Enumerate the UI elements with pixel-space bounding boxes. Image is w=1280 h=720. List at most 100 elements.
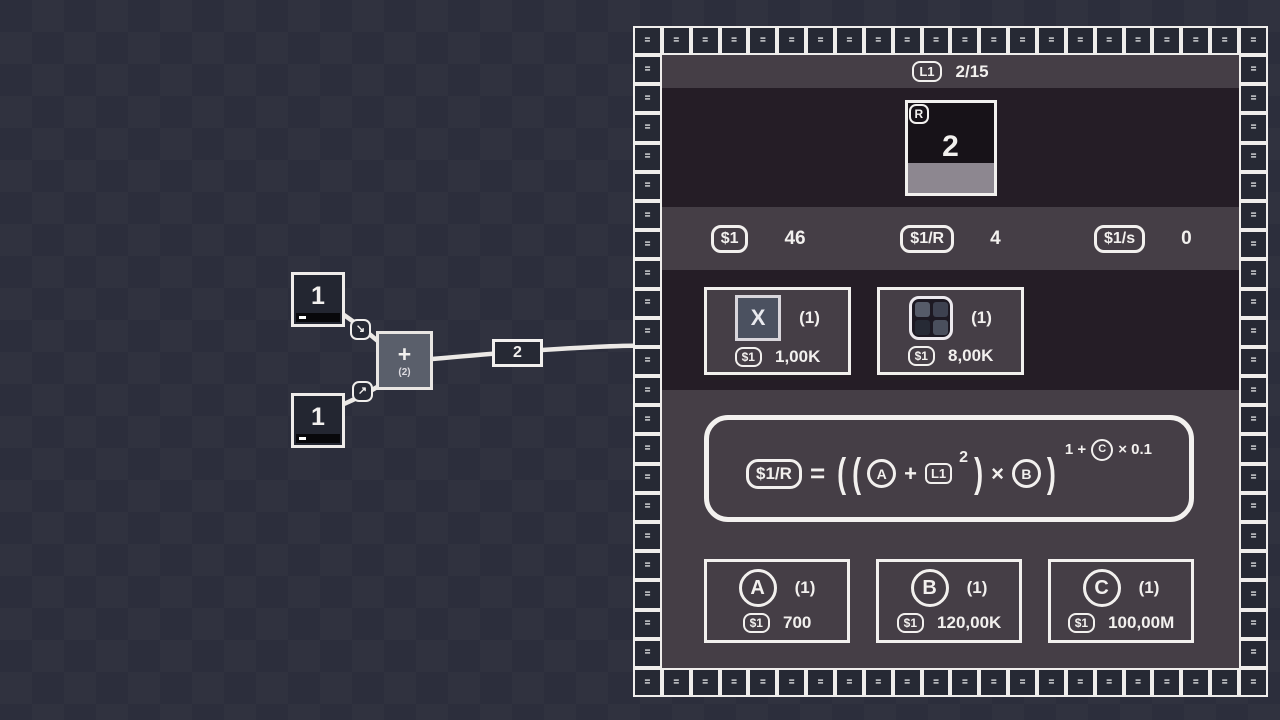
formula-lhs-badge: $1/R xyxy=(746,458,802,489)
grid-square xyxy=(932,319,948,335)
input-node-value: 1 xyxy=(311,282,325,310)
money-per-second-value: 0 xyxy=(1181,227,1192,249)
border-tile: = xyxy=(1239,522,1268,552)
border-tile: = xyxy=(1239,609,1268,639)
border-tile: = xyxy=(633,142,662,172)
border-tile: = xyxy=(661,26,691,55)
upgrade-count: (1) xyxy=(971,308,992,327)
border-tile: = xyxy=(1239,230,1268,260)
formula-exponent: 1 + C × 0.1 xyxy=(1064,438,1152,461)
border-tile: = xyxy=(921,668,951,697)
border-tile: = xyxy=(1239,26,1268,55)
level-badge: L1 xyxy=(912,61,942,82)
border-tile: = xyxy=(1239,288,1268,318)
formula-plus: + xyxy=(904,460,917,486)
node-progress-bar xyxy=(296,313,340,322)
border-tile: = xyxy=(777,26,807,55)
buy-button-bottom: $1 100,00M xyxy=(1067,613,1175,633)
buy-button-b[interactable]: B (1) $1 120,00K xyxy=(876,559,1022,643)
resource-type-badge: R xyxy=(908,104,930,124)
border-tile: = xyxy=(633,668,662,697)
add-operator-node[interactable]: + (2) xyxy=(376,331,433,390)
border-tile: = xyxy=(950,668,980,697)
border-tile: = xyxy=(1239,638,1268,668)
buy-button-bottom: $1 700 xyxy=(742,613,811,633)
var-b-icon: B xyxy=(910,569,949,607)
currency-badge: $1 xyxy=(734,347,762,367)
upgrade-button-multiplier[interactable]: X (1) $1 1,00K xyxy=(704,287,851,375)
border-tile: = xyxy=(892,668,922,697)
upgrade-section: X (1) $1 1,00K (1) xyxy=(662,270,1239,390)
border-tile: = xyxy=(1239,492,1268,522)
border-tile: = xyxy=(633,230,662,260)
stats-row: $1 46 $1/R 4 $1/s 0 xyxy=(662,207,1239,270)
border-tile: = xyxy=(1181,668,1211,697)
border-tile: = xyxy=(1037,26,1066,55)
border-tile: = xyxy=(1008,668,1038,697)
formula-exponent-suffix: × 0.1 xyxy=(1118,441,1152,458)
buy-count: (1) xyxy=(966,578,988,597)
buy-button-a[interactable]: A (1) $1 700 xyxy=(704,559,850,643)
arrow-glyph: ↗ xyxy=(357,385,368,397)
border-tile: = xyxy=(633,317,662,347)
operator-symbol: + xyxy=(397,341,412,367)
formula-exponent-prefix: 1 + xyxy=(1064,441,1087,458)
arrow-glyph: ↘ xyxy=(355,323,366,335)
border-tile: = xyxy=(1181,26,1211,55)
input-node-top[interactable]: 1 xyxy=(291,272,345,327)
border-tile: = xyxy=(633,200,662,231)
border-tile: = xyxy=(719,668,749,697)
border-tile: = xyxy=(633,638,662,668)
formula-level-badge: L1 xyxy=(924,463,953,484)
border-tile: = xyxy=(1094,668,1124,697)
border-tile: = xyxy=(1123,668,1153,697)
upgrade-button-top: X (1) xyxy=(735,295,820,341)
border-tile: = xyxy=(633,522,662,552)
border-tile: = xyxy=(1037,668,1066,697)
border-tile: = xyxy=(863,26,893,55)
arrow-down-right-icon: ↘ xyxy=(350,319,371,340)
border-tile: = xyxy=(633,55,662,85)
border-tile: = xyxy=(921,26,951,55)
currency-badge: $1 xyxy=(1067,613,1096,633)
border-tile: = xyxy=(1065,26,1095,55)
grid-square xyxy=(932,301,948,317)
upgrade-button-bottom: $1 8,00K xyxy=(907,346,994,366)
input-node-bottom[interactable]: 1 xyxy=(291,393,345,448)
formula-open-paren: ( xyxy=(852,450,862,496)
buy-cost: 120,00K xyxy=(937,613,1002,632)
border-tile: = xyxy=(633,376,662,406)
machine-panel: = ===================== = ==============… xyxy=(633,26,1268,697)
upgrade-count: (1) xyxy=(799,308,820,327)
border-tile: = xyxy=(633,434,662,464)
formula-close-paren: ) xyxy=(1046,450,1056,496)
border-tile: = xyxy=(1094,26,1124,55)
buy-button-bottom: $1 120,00K xyxy=(896,613,1002,633)
border-tile: = xyxy=(979,668,1009,697)
border-tile: = xyxy=(633,492,662,522)
stat-money-per-second: $1/s 0 xyxy=(1047,224,1239,253)
money-per-run-badge: $1/R xyxy=(900,224,955,253)
border-tile: = xyxy=(863,668,893,697)
resource-card-progress xyxy=(907,163,994,193)
border-tile: = xyxy=(1239,580,1268,610)
currency-badge: $1 xyxy=(742,613,770,633)
border-tile: = xyxy=(1239,142,1268,172)
buy-cost: 100,00M xyxy=(1108,613,1175,632)
formula-var-b-icon: B xyxy=(1011,459,1041,488)
border-tile: = xyxy=(748,26,778,55)
upgrade-cost: 8,00K xyxy=(947,346,994,365)
border-tile: = xyxy=(1239,551,1268,581)
buy-button-c[interactable]: C (1) $1 100,00M xyxy=(1048,559,1194,643)
upgrade-button-grid[interactable]: (1) $1 8,00K xyxy=(877,287,1024,375)
border-tile: = xyxy=(633,580,662,610)
border-tile: = xyxy=(835,668,864,697)
level-progress-text: 2/15 xyxy=(955,61,989,81)
buy-button-top: C (1) xyxy=(1082,569,1159,607)
money-per-run-value: 4 xyxy=(990,227,1001,249)
currency-badge: $1 xyxy=(907,346,935,366)
border-tile: = xyxy=(1152,26,1182,55)
node-progress-fill xyxy=(299,437,306,440)
border-tile: = xyxy=(719,26,749,55)
formula-open-paren: ( xyxy=(837,450,847,496)
